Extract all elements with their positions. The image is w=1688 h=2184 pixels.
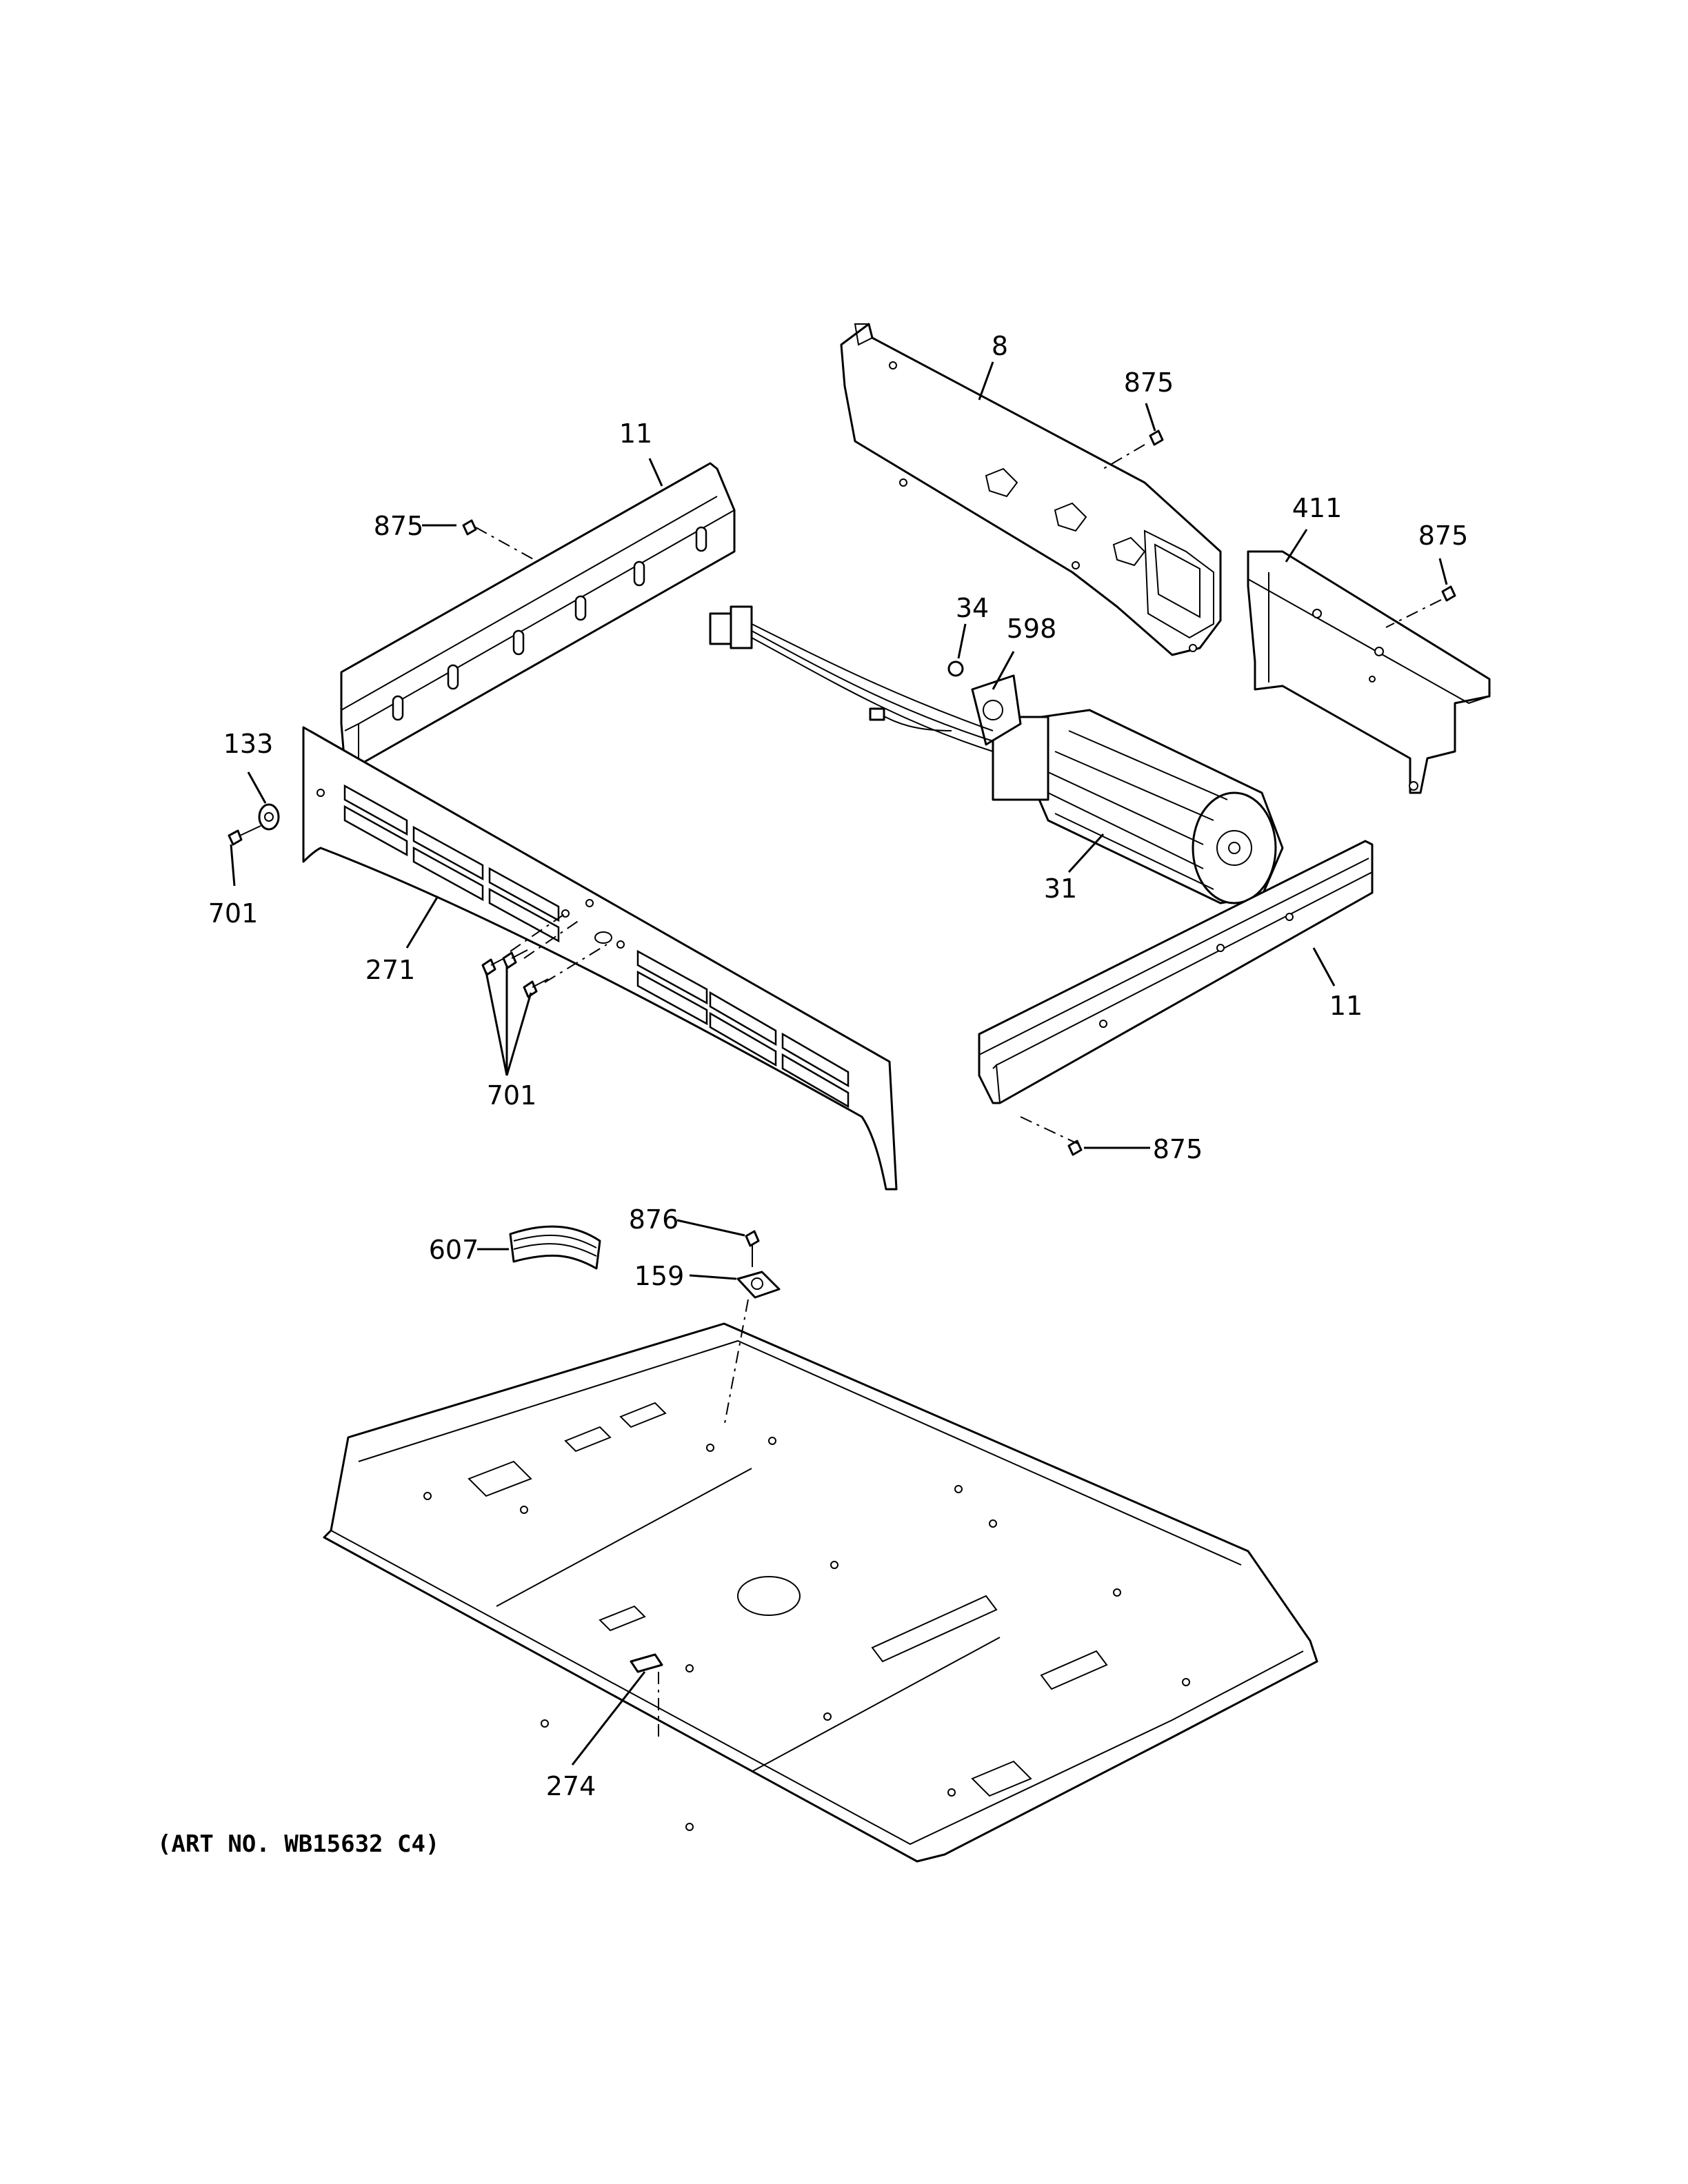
callout-31: 31 [1044,873,1077,904]
callout-34: 34 [956,593,989,623]
callout-598: 598 [1007,614,1057,644]
callout-701-group: 701 [487,1080,537,1111]
leader-lines [230,361,1448,1766]
callout-875-right: 875 [1418,520,1469,551]
screw-875-right [1441,585,1456,602]
callout-159: 159 [634,1261,685,1291]
callout-875-upper-left: 875 [374,511,424,541]
screw-701-left [228,825,261,846]
callout-133: 133 [223,729,274,759]
part-411-bracket [1247,550,1491,794]
part-31-blower-fan [971,674,1284,904]
callout-11-lower: 11 [1329,991,1363,1021]
callout-875-lower: 875 [1153,1134,1203,1164]
callout-411: 411 [1292,493,1343,523]
callout-607: 607 [429,1235,479,1265]
rail-slots [392,526,707,721]
part-876-screw [745,1230,760,1267]
wire-harness [709,605,994,752]
assembly-lines [475,444,1442,1737]
part-11-lower-rail [978,840,1374,1104]
part-34-nut [947,660,964,677]
panel-vents [343,784,850,1109]
callout-271: 271 [365,955,416,985]
callout-875-panel-8: 875 [1124,367,1174,398]
callout-8: 8 [992,331,1008,361]
part-274-clip [630,1653,663,1673]
part-133-bushing [258,803,280,831]
callout-labels: 8 875 11 875 411 875 34 598 133 701 31 2… [208,331,1469,1801]
part-607-strap [509,1225,601,1270]
part-11-upper-rail [340,462,736,767]
part-271-front-panel [302,726,898,1191]
screw-875-upper-left [462,519,477,536]
part-8-rear-panel [840,323,1222,656]
base-panel [323,1322,1318,1863]
screws-701-group [481,949,549,998]
callout-701-left: 701 [208,898,259,929]
part-159-thermostat [736,1271,781,1299]
screw-875-panel-8 [1149,429,1164,446]
callout-11-upper: 11 [619,418,652,449]
callout-876: 876 [629,1204,679,1235]
art-number-caption: (ART NO. WB15632 C4) [157,1830,439,1858]
callout-274: 274 [546,1771,596,1801]
